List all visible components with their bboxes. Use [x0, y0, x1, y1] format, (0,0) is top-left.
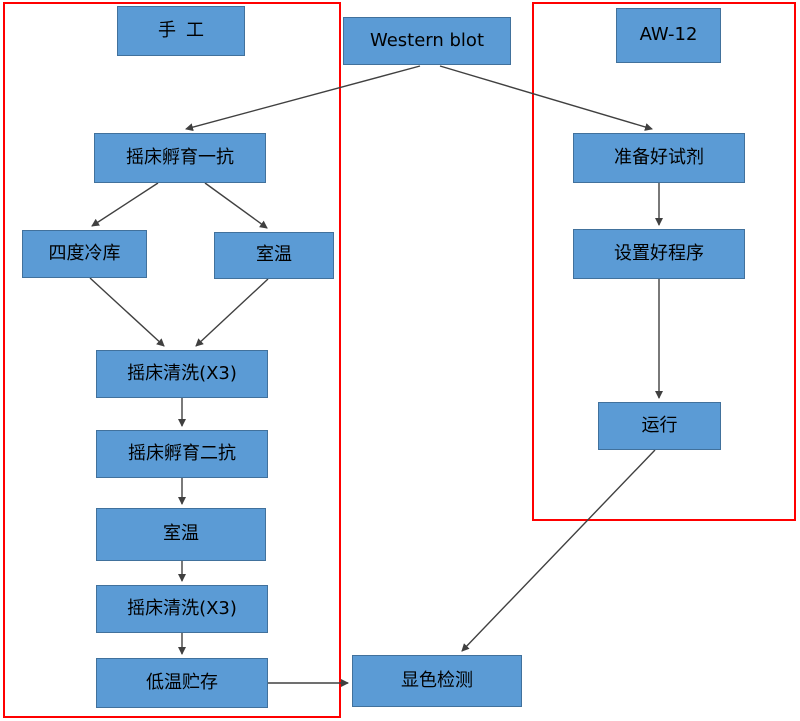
aw12-workflow-group-border: [532, 2, 796, 521]
node-prepare-reagents: 准备好试剂: [573, 133, 745, 183]
node-run: 运行: [598, 402, 721, 450]
node-incubate-secondary: 摇床孵育二抗: [96, 430, 268, 478]
node-cold-room: 四度冷库: [22, 230, 147, 278]
node-wash-1: 摇床清洗(X3): [96, 350, 268, 398]
node-manual-title: 手工: [117, 6, 245, 56]
node-wash-2: 摇床清洗(X3): [96, 585, 268, 633]
node-room-temp-2: 室温: [96, 508, 266, 561]
node-room-temp-1: 室温: [214, 232, 334, 279]
node-aw12-title: AW-12: [616, 8, 721, 63]
node-detection: 显色检测: [352, 655, 522, 707]
node-incubate-primary: 摇床孵育一抗: [94, 133, 266, 183]
node-western-blot: Western blot: [343, 17, 511, 65]
manual-workflow-group-border: [3, 2, 341, 718]
node-cold-storage: 低温贮存: [96, 658, 268, 708]
node-set-program: 设置好程序: [573, 229, 745, 279]
